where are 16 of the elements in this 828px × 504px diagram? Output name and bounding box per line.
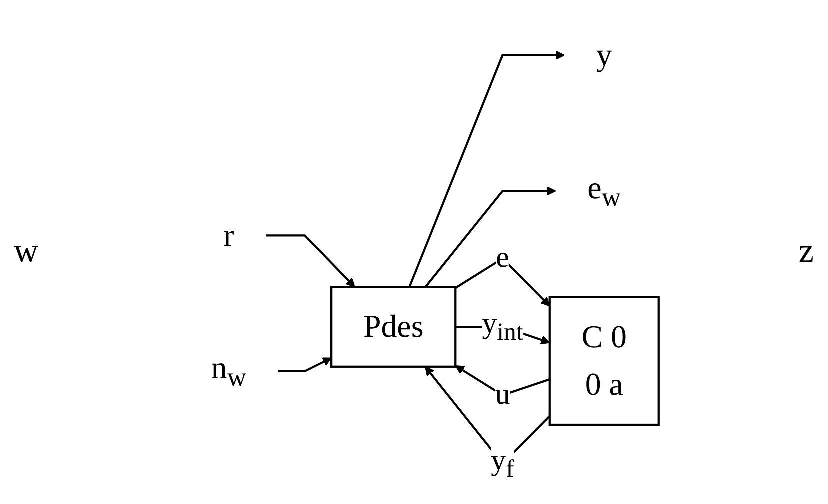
signal-label: w: [14, 233, 39, 270]
node-box: C 0 0 a: [548, 296, 660, 426]
node-box: Pdes: [330, 286, 456, 368]
node-text: n$_{w}$: [210, 351, 246, 392]
node-text: e$_{w}$: [587, 170, 621, 212]
edge-label: y$_{int}$: [482, 308, 523, 346]
signal-label: z: [798, 233, 814, 270]
node-text: y: [596, 38, 612, 73]
edge-label: e: [496, 242, 509, 275]
arrow: [408, 50, 564, 288]
edge-label: y$_{f}$: [490, 444, 514, 484]
arrow: [278, 358, 332, 373]
node-text: r: [223, 218, 234, 254]
arrow: [266, 234, 355, 288]
arrow: [424, 186, 556, 288]
edge-label: u: [494, 378, 510, 412]
